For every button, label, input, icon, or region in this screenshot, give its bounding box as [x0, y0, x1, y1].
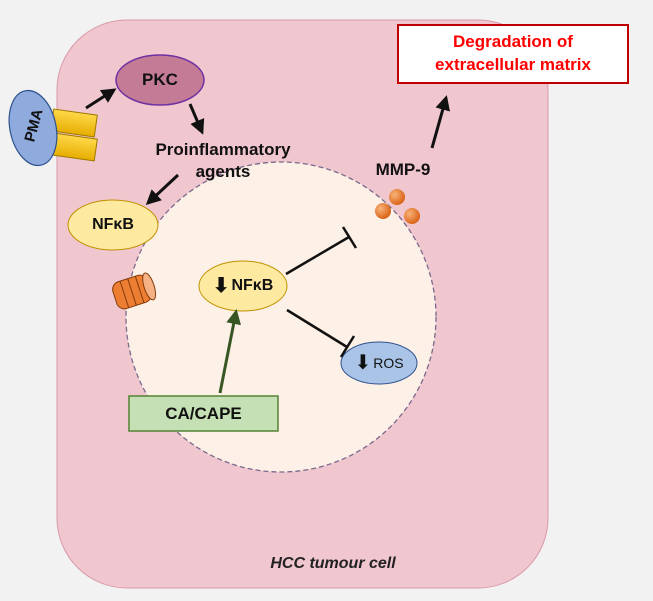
- nuclear-pore-icon: [112, 272, 157, 310]
- cell-label: HCC tumour cell: [270, 555, 396, 572]
- pkc-node: [115, 54, 205, 106]
- ca-cape-label: CA/CAPE: [165, 403, 242, 423]
- nfkb-outer-node: [67, 199, 159, 251]
- inhibit-nfkb-to-ros: [286, 308, 356, 358]
- down-arrow-icon: ⬇: [212, 275, 230, 297]
- nucleus: [125, 161, 437, 473]
- mmp9-label: MMP-9: [375, 160, 431, 179]
- ca-cape-box: [128, 395, 279, 432]
- ros-label: ⬇ ROS: [341, 342, 417, 384]
- pkc-label: PKC: [142, 70, 178, 89]
- mmp9-molecules: [375, 189, 420, 224]
- degradation-box: [397, 24, 629, 84]
- ros-node: [340, 341, 418, 385]
- proinflammatory-label-line2: agents: [195, 162, 251, 181]
- nfkb-inner-label: ⬇ NFκB: [199, 261, 287, 311]
- degradation-label-line1: Degradation of: [453, 32, 573, 51]
- proinflammatory-label-line1: Proinflammatory: [155, 140, 291, 159]
- arrow-agents-to-nfkb: [145, 173, 180, 206]
- degradation-label-line2: extracellular matrix: [435, 55, 591, 74]
- nfkb-inner-text: NFκB: [231, 277, 274, 294]
- nfkb-inner-node: [198, 260, 288, 312]
- pma-node: [8, 89, 58, 167]
- nfkb-outer-label: NFκB: [92, 216, 134, 233]
- arrow-cape-to-nfkb: [218, 309, 242, 394]
- ros-text: ROS: [373, 355, 404, 371]
- arrow-pkc-to-agents: [188, 103, 205, 135]
- pma-receptor: [50, 108, 98, 162]
- down-arrow-icon: ⬇: [354, 352, 372, 374]
- arrow-pma-to-pkc: [85, 88, 117, 110]
- arrow-mmp9-to-degradation: [430, 95, 450, 149]
- inhibit-nfkb-to-mmp9: [285, 226, 358, 276]
